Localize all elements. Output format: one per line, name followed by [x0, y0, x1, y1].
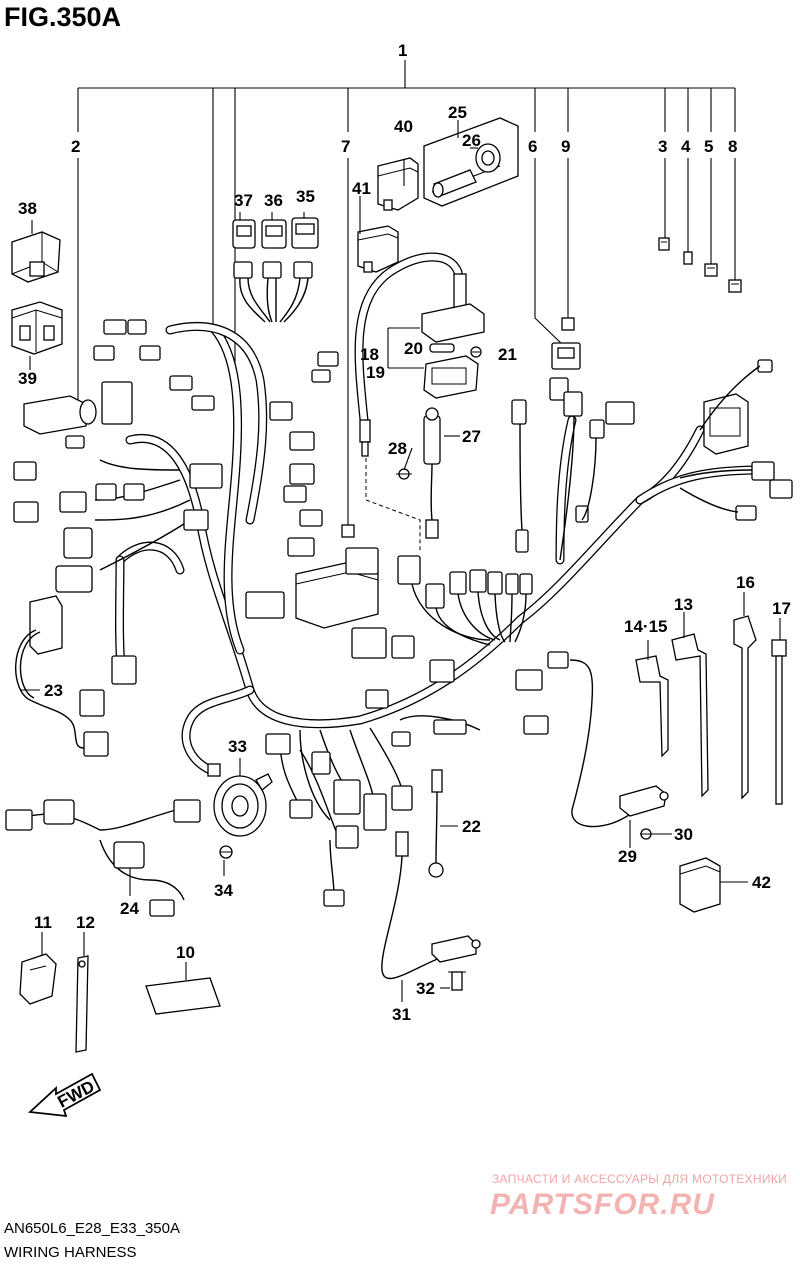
cable-18 [354, 252, 485, 457]
callout-38: 38 [18, 199, 37, 218]
screw-28 [396, 468, 412, 480]
band-12 [75, 932, 89, 1053]
callout-24: 24 [120, 899, 139, 918]
fuse-5 [704, 263, 718, 277]
cable-tie-16 [733, 615, 757, 800]
callout-3: 3 [658, 137, 667, 156]
fuse-holder-6 [551, 342, 581, 370]
callout-11: 11 [34, 913, 52, 932]
callout-39: 39 [18, 369, 37, 388]
callout-25: 25 [448, 103, 467, 122]
bolt-30 [640, 828, 652, 840]
relay-35 [291, 217, 319, 249]
callout-18: 18 [360, 345, 379, 364]
fitting-20 [429, 343, 455, 353]
bolt-32 [448, 971, 466, 991]
callout-41: 41 [352, 179, 371, 198]
socket-19 [423, 355, 479, 399]
callout-1: 1 [398, 41, 407, 60]
callout-13: 13 [674, 595, 693, 614]
clamp-11 [19, 932, 57, 1005]
callout-22: 22 [462, 817, 481, 836]
clamp-13 [671, 633, 709, 798]
callout-14-15: 14·15 [624, 617, 667, 636]
misc-leaders [29, 147, 781, 989]
switch-27 [423, 407, 441, 539]
diagram-code: AN650L6_E28_E33_350A [4, 1220, 180, 1237]
callout-4: 4 [681, 137, 691, 156]
fwd-arrow: FWD [27, 1072, 102, 1118]
watermark-tagline: ЗАПЧАСТИ И АКСЕССУАРЫ ДЛЯ МОТОТЕХНИКИ [492, 1172, 788, 1186]
cable-tie-17 [771, 639, 787, 805]
callout-21: 21 [498, 345, 517, 364]
relay-39 [11, 301, 63, 355]
dashed-guide [365, 458, 421, 550]
callout-27: 27 [462, 427, 481, 446]
callout-34: 34 [214, 881, 233, 900]
sheet-10 [145, 962, 221, 1015]
bolt-34 [219, 845, 233, 859]
fuse-8 [728, 279, 742, 293]
sensor-31 [381, 831, 481, 1002]
figure-title: FIG.350A [4, 2, 122, 32]
diagram-caption: WIRING HARNESS [4, 1244, 137, 1261]
callout-37: 37 [234, 191, 253, 210]
cap-40 [377, 157, 419, 211]
cap-41 [357, 225, 399, 273]
boot-42 [679, 857, 748, 913]
callout-31: 31 [392, 1005, 411, 1024]
callout-35: 35 [296, 187, 315, 206]
relay-sockets [233, 261, 313, 323]
callout-33: 33 [228, 737, 247, 756]
callout-5: 5 [704, 137, 713, 156]
sensor-29 [569, 659, 669, 828]
relay-38 [11, 231, 61, 283]
sub-harness-24 [5, 799, 201, 917]
callout-32: 32 [416, 979, 435, 998]
watermark-logo: PARTSFOR.RU [490, 1188, 715, 1221]
fuse-3 [658, 237, 670, 251]
branch-connectors [13, 319, 793, 907]
callout-9: 9 [561, 137, 570, 156]
callout-numbers: 1 2 7 6 9 3 4 5 8 40 25 26 41 37 36 35 3… [18, 41, 791, 1024]
callout-6: 6 [528, 137, 537, 156]
callout-19: 19 [366, 363, 385, 382]
callout-23: 23 [44, 681, 63, 700]
sub-harness-23 [14, 629, 109, 757]
accessory-socket-25 [423, 117, 519, 207]
callout-2: 2 [71, 137, 80, 156]
callout-20: 20 [404, 339, 423, 358]
callout-28: 28 [388, 439, 407, 458]
callout-8: 8 [728, 137, 737, 156]
callout-17: 17 [772, 599, 791, 618]
relay-37 [232, 219, 256, 249]
callout-16: 16 [736, 573, 755, 592]
callout-7: 7 [341, 137, 350, 156]
clamp-14-15 [635, 655, 669, 758]
fuse-4 [683, 251, 693, 265]
callout-30: 30 [674, 825, 693, 844]
horn-33 [207, 763, 273, 837]
callout-36: 36 [264, 191, 283, 210]
callout-10: 10 [176, 943, 195, 962]
part-1-bracket [77, 60, 736, 525]
callout-29: 29 [618, 847, 637, 866]
callout-26: 26 [462, 131, 481, 150]
screw-21 [470, 346, 482, 358]
callout-42: 42 [752, 873, 771, 892]
callout-12: 12 [76, 913, 95, 932]
module-2 [23, 395, 97, 435]
callout-40: 40 [394, 117, 413, 136]
fuse-9 [561, 317, 575, 331]
ground-lead-22 [428, 769, 458, 878]
relay-36 [261, 219, 287, 249]
fuse-7 [341, 524, 355, 538]
